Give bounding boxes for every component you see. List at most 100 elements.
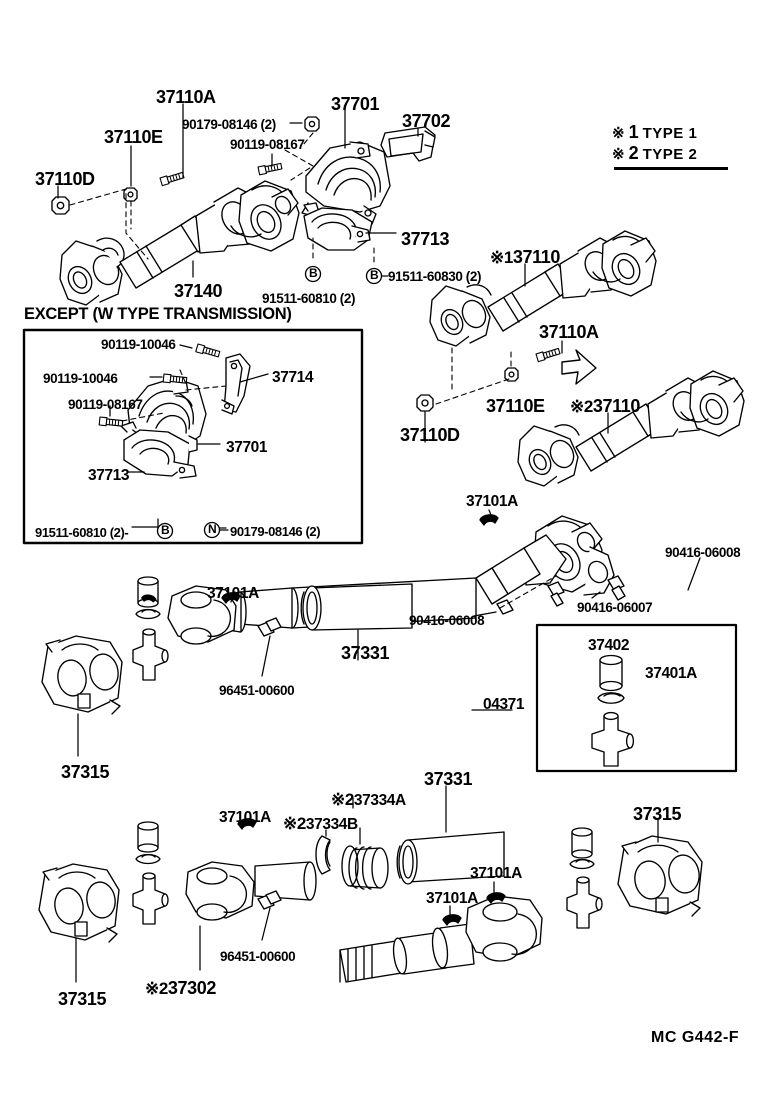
type-legend: ※ 1 TYPE 1 ※ 2 TYPE 2 (612, 122, 728, 170)
part-label-37110A-right: 37110A (539, 322, 599, 342)
marker-B-group (304, 265, 389, 285)
spider-kit-mid (132, 576, 169, 681)
legend-num-2: 2 (628, 143, 639, 163)
fastener-37110D-right (416, 394, 434, 412)
part-label-90179-08146-ins: 90179-08146 (2) (230, 524, 321, 539)
part-label-91511-60810-ins: 91511-60810 (2)- (35, 525, 129, 540)
part-label-90416-06007: 90416-06007 (577, 600, 653, 615)
bolt-96451-00600-bottom (257, 890, 282, 910)
mark-star-37334A-icon: ※ (331, 790, 345, 809)
part-number-37110-t2: 37110 (592, 396, 640, 416)
legend-underline (614, 167, 728, 170)
leader-37101A-l (230, 591, 236, 603)
part-label-90416-06008-b: 90416-06008 (409, 613, 485, 628)
inset-box-04371 (535, 623, 738, 773)
inset-04371-art (591, 654, 635, 767)
bracket-37701 (301, 141, 391, 225)
mark-num-37334B: 2 (296, 814, 306, 833)
clip-37101A-right (479, 514, 499, 526)
marker-B-3: B (161, 523, 170, 537)
part-number-37334B: 37334B (305, 816, 358, 833)
part-label-37401A: 37401A (645, 665, 697, 682)
mark-star-1-icon: ※ (490, 248, 504, 267)
clip-37101A-br2 (442, 914, 462, 926)
leader-90416-2 (591, 591, 601, 599)
part-label-91511-60810-top: 91511-60810 (2) (262, 291, 356, 306)
legend-num-1: 1 (628, 122, 639, 142)
bolt-96451-00600-mid (257, 617, 282, 637)
shaft-assembly-37140 (59, 180, 300, 306)
part-label-37110D: 37110D (35, 169, 95, 189)
shaft-assembly-center (167, 515, 615, 645)
bolt-90416-06008-right (607, 575, 626, 601)
leader-90416-1 (687, 557, 701, 591)
mark-num-37334A: 2 (344, 790, 354, 809)
clip-37101A-mid (221, 592, 241, 604)
part-label-37334A: ※237334A (331, 791, 406, 809)
mark-star-2-icon: ※ (570, 397, 584, 416)
leader-96451-b (261, 907, 271, 941)
clip-37101A-bottom-left (237, 818, 257, 830)
legend-label-type1: TYPE 1 (642, 125, 698, 142)
part-label-37101A-mid-l: 37101A (207, 585, 259, 602)
marker-B-1: B (309, 266, 318, 280)
flange-37315-bottom (38, 863, 120, 943)
legend-label-type2: TYPE 2 (642, 146, 698, 163)
inset-except-art (98, 343, 269, 540)
bracket-37702 (380, 126, 436, 162)
part-label-37315-bl: 37315 (58, 989, 107, 1009)
clip-37101A-br1 (486, 892, 506, 904)
shaft-assembly-bottom-right (339, 895, 543, 983)
part-label-90119-10046-b: 90119-10046 (43, 371, 118, 386)
fastener-37110E-right (504, 367, 519, 382)
flange-37315-bottom-right (617, 835, 703, 917)
part-label-37702: 37702 (402, 111, 451, 131)
inset-except-title: EXCEPT (W TYPE TRANSMISSION) (24, 305, 292, 323)
mark-star-37302-icon: ※ (145, 979, 159, 998)
bolt-90119-08167 (257, 161, 283, 176)
part-label-37713-top: 37713 (401, 229, 450, 249)
part-label-37334B: ※237334B (283, 815, 358, 833)
direction-arrow (561, 349, 597, 385)
part-label-90119-10046-a: 90119-10046 (101, 337, 176, 352)
mark-num-1: 1 (503, 248, 513, 267)
bolt-37110A-right (535, 346, 562, 363)
mark-num-37302: 2 (158, 979, 168, 998)
fastener-37110E (123, 187, 138, 202)
part-label-37140: 37140 (174, 281, 223, 301)
bolt-90416-06007 (547, 581, 565, 607)
legend-mark-1-icon: ※ (612, 125, 625, 142)
part-number-37110-t1: 37110 (512, 247, 560, 267)
part-label-37701-top: 37701 (331, 94, 380, 114)
part-label-37101A-mid-r: 37101A (466, 493, 518, 510)
part-number-37334A: 37334A (353, 792, 406, 809)
part-label-90179-08146: 90179-08146 (2) (182, 117, 276, 132)
part-label-37402: 37402 (588, 637, 630, 654)
shaft-assembly-bottom-left (185, 831, 505, 921)
leader-96451 (261, 635, 271, 677)
mark-star-37334B-icon: ※ (283, 814, 297, 833)
part-label-37101A-br2: 37101A (426, 890, 478, 907)
part-label-37701-ins: 37701 (226, 439, 268, 456)
shaft-assembly-37110-type1 (429, 230, 657, 347)
part-label-37101A-br1: 37101A (470, 865, 522, 882)
part-label-37331-bottom: 37331 (424, 769, 473, 789)
part-label-37713-ins: 37713 (88, 467, 130, 484)
bolt-37110A (159, 170, 186, 187)
part-label-37110E: 37110E (104, 127, 163, 147)
spider-kit-bottom (132, 821, 169, 925)
part-label-37110D-right: 37110D (400, 425, 460, 445)
part-label-91511-60830: 91511-60830 (2) (388, 269, 482, 284)
spider-kit-bottom-right (566, 827, 603, 929)
marker-N-1: N (208, 522, 217, 536)
nut-90179-08146 (304, 116, 320, 132)
part-label-37331-mid: 37331 (341, 643, 390, 663)
marker-B-2: B (370, 268, 379, 282)
leader-37101A-r (488, 509, 494, 521)
part-label-90119-08167: 90119-08167 (230, 137, 305, 152)
part-label-37315-br: 37315 (633, 804, 682, 824)
part-label-37101A-bl: 37101A (219, 809, 271, 826)
leader-90416-3 (473, 611, 497, 617)
